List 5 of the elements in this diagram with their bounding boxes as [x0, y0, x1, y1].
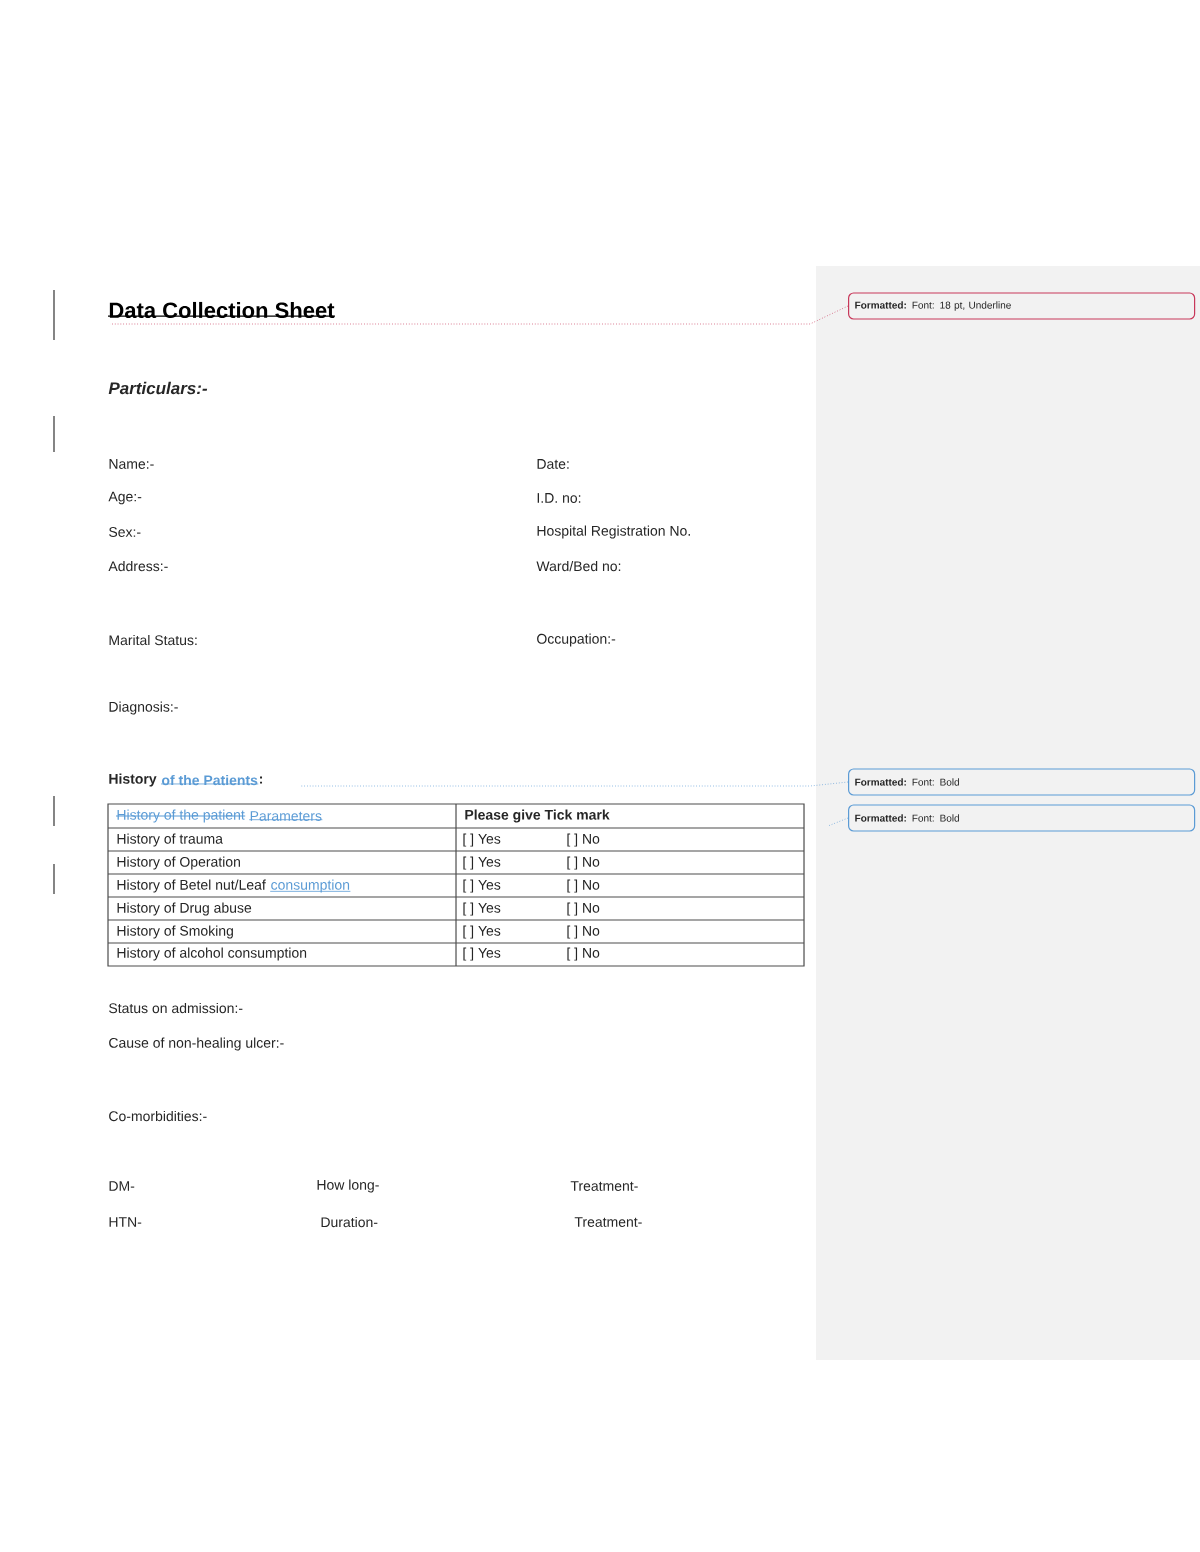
leader-line: [109, 305, 849, 325]
leader-line: [299, 781, 849, 787]
leader-line: [827, 817, 849, 827]
form-label: Particulars:-: [108, 381, 208, 395]
title: Data Collection Sheet: [109, 301, 335, 319]
